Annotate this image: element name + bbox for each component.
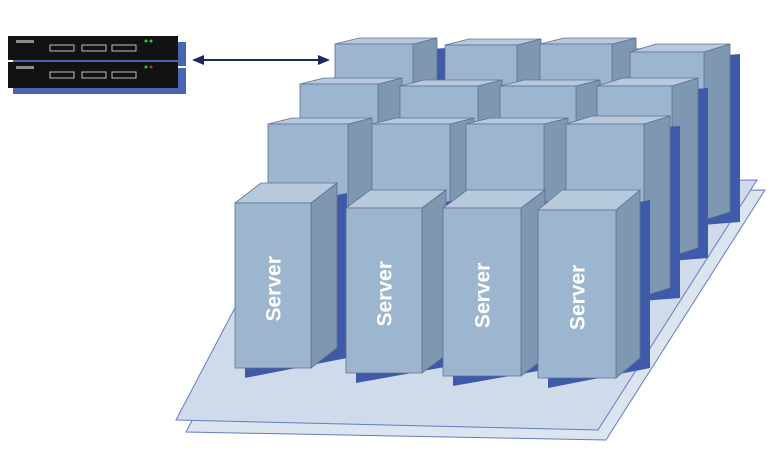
server-front-face (442, 207, 522, 377)
server-label: Server (567, 265, 590, 330)
server-tower: Server (536, 189, 650, 388)
server-grid: Server Server Server Server (233, 37, 740, 388)
server-side-face (615, 189, 641, 379)
server-side-face (421, 189, 447, 374)
rack-units (8, 36, 186, 94)
server-label: Server (263, 256, 286, 321)
server-tower: Server (233, 182, 347, 378)
server-label: Server (374, 261, 397, 326)
rack-unit (8, 36, 186, 66)
server-front-face (537, 209, 617, 379)
server-front-face (345, 207, 423, 374)
server-label: Server (472, 263, 495, 328)
rack-unit (8, 62, 186, 94)
server-tower: Server (344, 189, 456, 383)
server-side-face (310, 182, 338, 369)
server-front-face (234, 202, 312, 369)
